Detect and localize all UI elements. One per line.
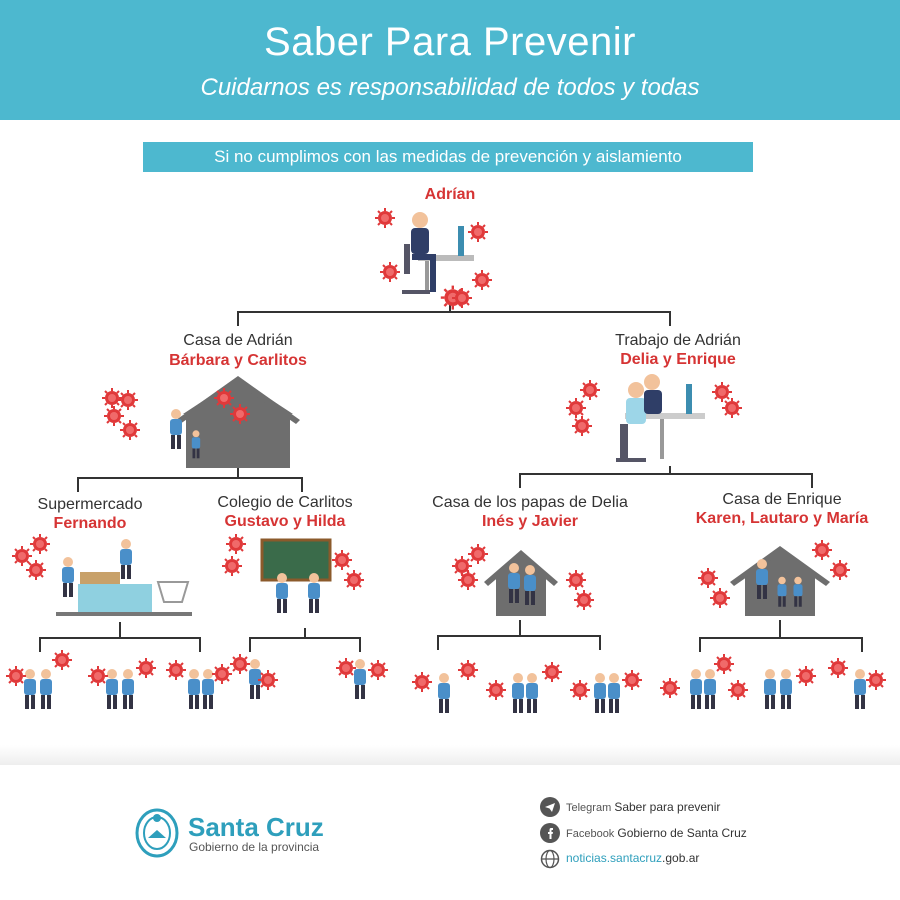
website-link[interactable]: noticias.santacruz.gob.ar [566,851,699,865]
sub-place-casa-enrique: Casa de Enrique [722,491,842,508]
sub-place-supermercado: Supermercado [37,496,143,513]
website-suffix: .gob.ar [662,851,700,865]
footer-divider [0,745,900,765]
telegram-value: Saber para prevenir [614,800,721,814]
sub-names-supermercado: Fernando [53,515,127,532]
page-title: Saber Para Prevenir [264,20,636,64]
sub-names-colegio: Gustavo y Hilda [224,513,346,530]
province-seal-icon [135,808,179,858]
branch-place-trabajo-adrian: Trabajo de Adrián [615,332,741,349]
facebook-label: Facebook [566,828,615,840]
virus-cluster [11,533,51,581]
school-blackboard-illustration [260,538,332,613]
house-illustration-delia-parents [484,550,558,616]
condition-banner: Si no cumplimos con las medidas de preve… [143,142,753,172]
sub-place-papas-delia: Casa de los papas de Delia [432,494,628,511]
telegram-label: Telegram [566,802,612,814]
office-worker-illustration [402,212,474,294]
sub-place-colegio: Colegio de Carlitos [217,494,353,511]
facebook-link[interactable]: Facebook Gobierno de Santa Cruz [566,826,747,840]
header-bar [0,0,900,120]
supermarket-illustration [56,539,192,616]
website-domain: noticias.santacruz [566,851,663,865]
contagion-tree-diagram [5,207,887,713]
brand-name: Santa Cruz [188,812,324,842]
telegram-link[interactable]: Telegram Saber para prevenir [566,800,720,814]
telegram-icon [540,797,560,817]
facebook-icon [540,823,560,843]
footer [0,765,900,900]
root-person-name: Adrían [424,186,476,203]
branch-names-casa-adrian: Bárbara y Carlitos [169,352,307,369]
house-illustration-adrian [170,376,300,468]
page-subtitle: Cuidarnos es responsabilidad de todos y … [200,74,700,101]
branch-names-trabajo-adrian: Delia y Enrique [620,351,736,368]
coworkers-desk-illustration [616,374,705,462]
facebook-value: Gobierno de Santa Cruz [617,826,747,840]
branch-place-casa-adrian: Casa de Adrián [183,332,293,349]
house-illustration-enrique [730,546,830,616]
globe-icon [540,849,560,869]
brand-subtitle: Gobierno de la provincia [189,840,320,854]
sub-names-casa-enrique: Karen, Lautaro y María [695,510,869,527]
sub-names-papas-delia: Inés y Javier [481,513,579,530]
